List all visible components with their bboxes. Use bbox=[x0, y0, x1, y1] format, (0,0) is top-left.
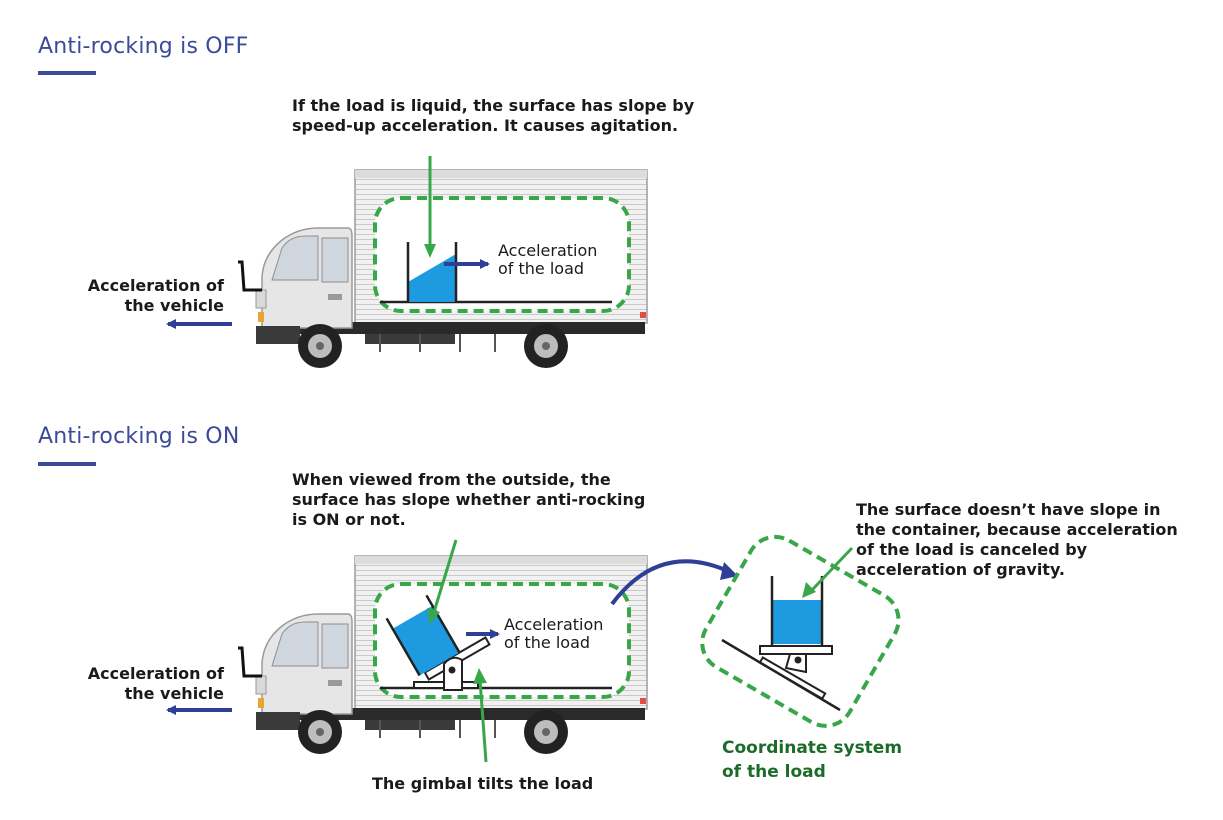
liquid-note: If the load is liquid, the surface has s… bbox=[292, 96, 694, 136]
coordinate-system-label: Coordinate system of the load bbox=[722, 736, 902, 784]
container-note-line-1: The surface doesn’t have slope in bbox=[856, 500, 1161, 519]
container-in-load-frame bbox=[721, 576, 841, 712]
heading-underline-on bbox=[38, 462, 96, 466]
outside-view-note: When viewed from the outside, the surfac… bbox=[292, 470, 645, 530]
gimbal-note: The gimbal tilts the load bbox=[372, 774, 594, 793]
coordinate-line-1: Coordinate system bbox=[722, 738, 903, 758]
outside-note-pointer-line bbox=[432, 539, 458, 613]
heading-anti-rocking-off: Anti-rocking is OFF bbox=[38, 34, 249, 59]
vehicle-accel-off-line-2: the vehicle bbox=[124, 296, 224, 315]
outside-note-line-2: surface has slope whether anti-rocking bbox=[292, 490, 646, 509]
load-acceleration-label-off-2: of the load bbox=[498, 259, 584, 278]
heading-anti-rocking-on: Anti-rocking is ON bbox=[38, 424, 240, 449]
transition-curve-arrow bbox=[610, 559, 731, 606]
container-note-line-2: the container, because acceleration bbox=[856, 520, 1178, 539]
container-note-pointer-head bbox=[802, 582, 816, 598]
outside-note-pointer-head bbox=[427, 608, 440, 624]
transition-curve-arrow-head bbox=[720, 562, 738, 580]
outside-note-line-1: When viewed from the outside, the bbox=[292, 470, 611, 489]
load-acceleration-label-on-2: of the load bbox=[504, 633, 590, 652]
liquid-pointer-head bbox=[424, 244, 436, 258]
gimbal-assembly bbox=[385, 594, 491, 691]
vehicle-accel-on-line-1: Acceleration of bbox=[87, 664, 224, 683]
vehicle-accel-on-line-2: the vehicle bbox=[124, 684, 224, 703]
vehicle-accel-off-line-1: Acceleration of bbox=[87, 276, 224, 295]
load-acceleration-label-off-1: Acceleration bbox=[498, 241, 597, 260]
gimbal-pointer-head bbox=[473, 668, 487, 684]
load-acceleration-label-on-1: Acceleration bbox=[504, 615, 603, 634]
container-note-line-4: acceleration of gravity. bbox=[856, 560, 1065, 579]
heading-underline-off bbox=[38, 71, 96, 75]
gimbal-pointer-line bbox=[478, 679, 488, 763]
container-note-line-3: of the load is canceled by bbox=[856, 540, 1088, 559]
liquid-note-line-1: If the load is liquid, the surface has s… bbox=[292, 96, 695, 115]
coordinate-line-2: of the load bbox=[722, 762, 826, 782]
vehicle-acceleration-label-off: Acceleration of the vehicle bbox=[72, 276, 224, 316]
liquid-note-line-2: speed-up acceleration. It causes agitati… bbox=[292, 116, 679, 135]
container-note-pointer-line bbox=[810, 546, 854, 592]
container-note: The surface doesn’t have slope in the co… bbox=[856, 500, 1178, 580]
outside-note-line-3: is ON or not. bbox=[292, 510, 406, 529]
vehicle-acceleration-label-on: Acceleration of the vehicle bbox=[72, 664, 224, 704]
